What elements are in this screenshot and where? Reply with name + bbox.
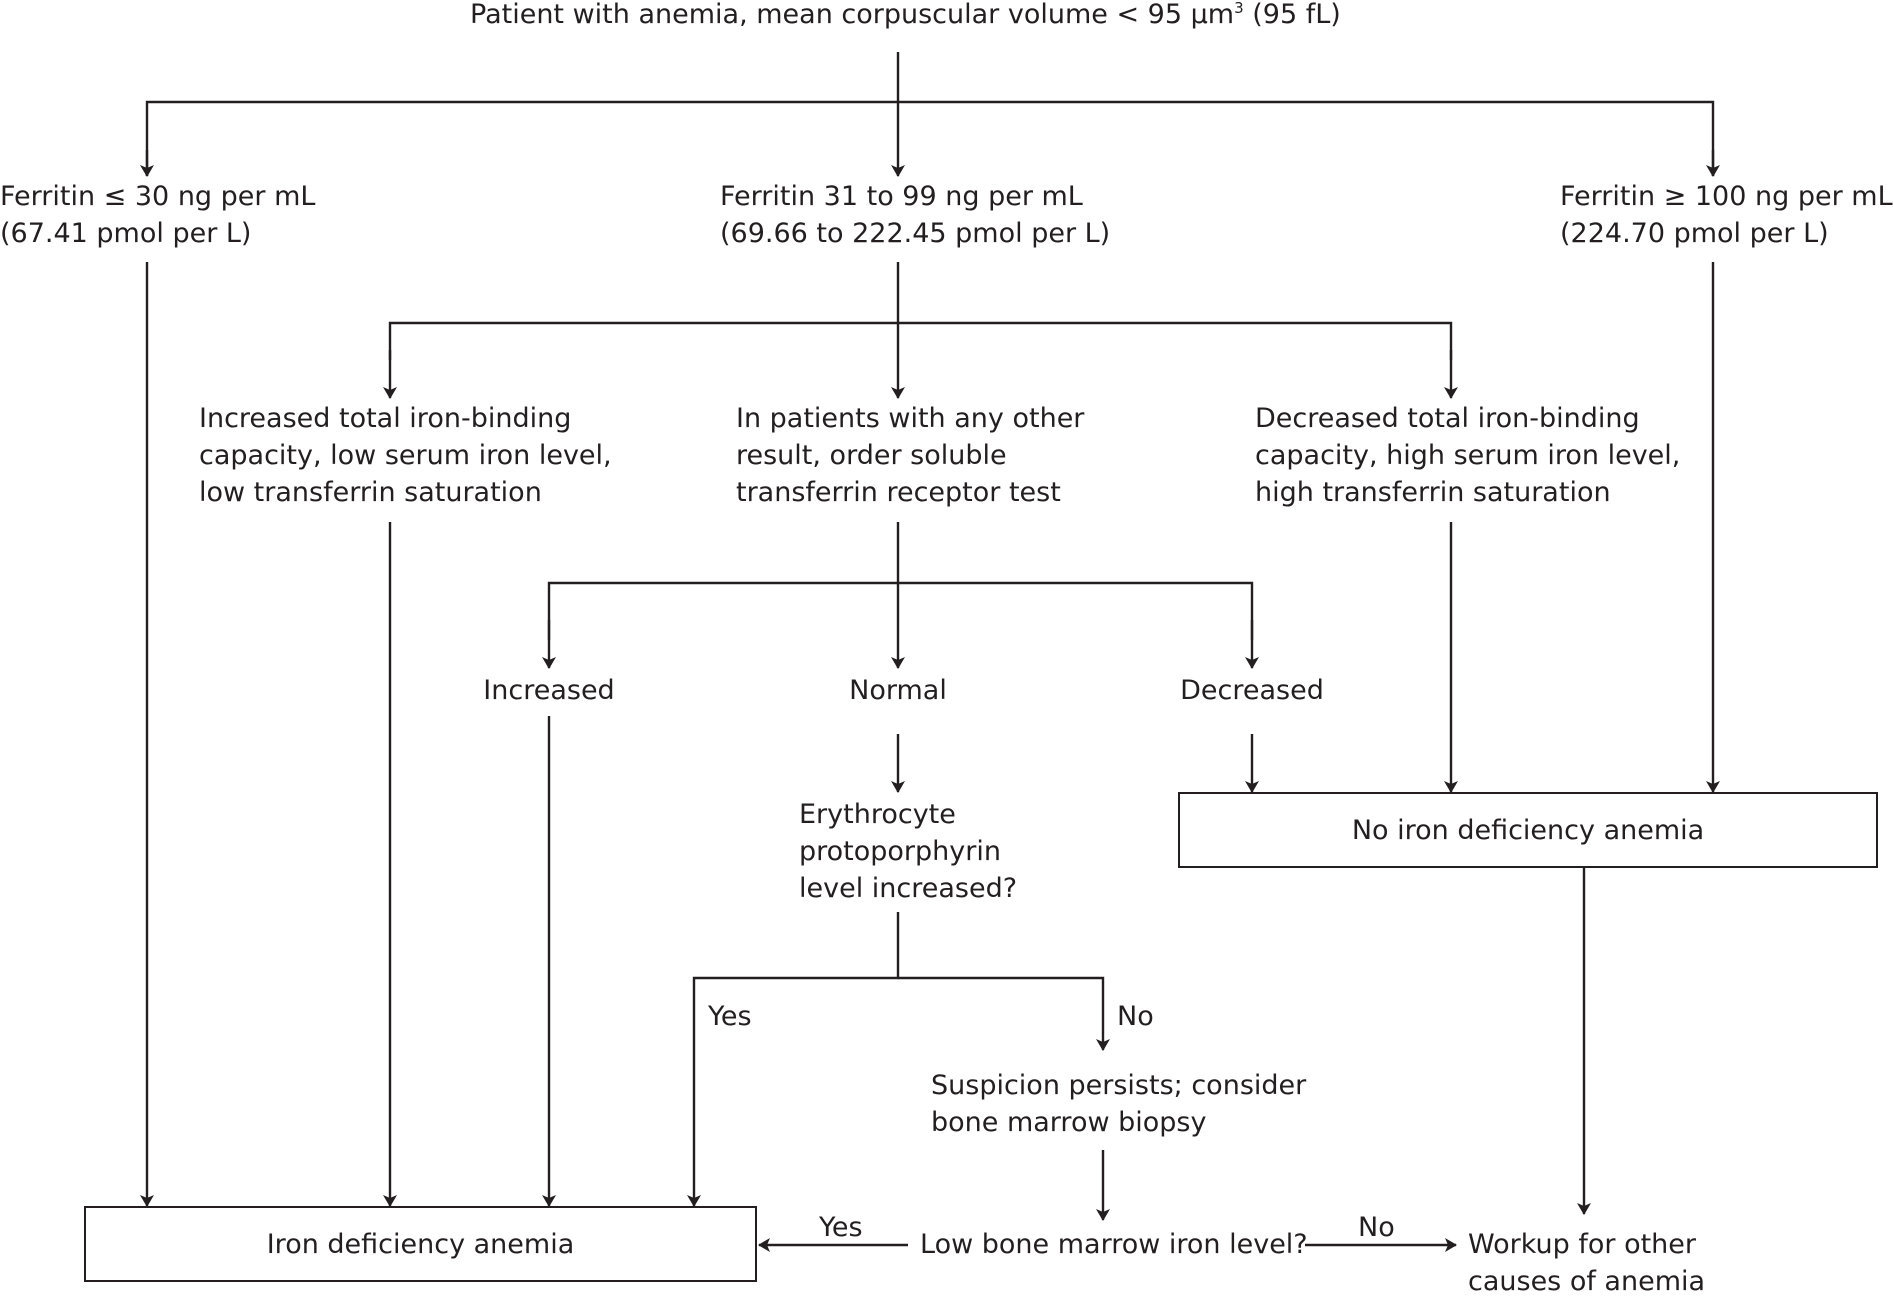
bm-question-label: Low bone marrow iron level? (920, 1229, 1308, 1260)
other-result-line: transferrin receptor test (736, 477, 1061, 508)
ep-no-label: No (1117, 1001, 1154, 1032)
bm-yes-label: Yes (819, 1212, 863, 1243)
workup-line: causes of anemia (1468, 1266, 1706, 1297)
ida-label: Iron deficiency anemia (266, 1228, 575, 1260)
no-ida-label: No iron deficiency anemia (1351, 814, 1705, 846)
increased-tibc-line: low transferrin saturation (199, 477, 542, 508)
str-decreased-node: Decreased (1152, 672, 1352, 709)
decreased-tibc-node: Decreased total iron-binding capacity, h… (1255, 400, 1680, 511)
ep-question-line: level increased? (799, 873, 1018, 904)
str-increased-node: Increased (449, 672, 649, 709)
ep-yes-label: Yes (708, 1001, 752, 1032)
other-result-line: result, order soluble (736, 440, 1007, 471)
str-normal-label: Normal (849, 675, 947, 706)
ep-question-line: Erythrocyte (799, 799, 956, 830)
no-ida-box: No iron deficiency anemia (1178, 792, 1878, 868)
ferritin-high-line: Ferritin ≥ 100 ng per mL (1560, 181, 1893, 212)
ferritin-mid-line: Ferritin 31 to 99 ng per mL (720, 181, 1083, 212)
root-line-suffix: (95 fL) (1243, 0, 1341, 30)
ferritin-mid-node: Ferritin 31 to 99 ng per mL (69.66 to 22… (720, 178, 1110, 252)
increased-tibc-node: Increased total iron-binding capacity, l… (199, 400, 612, 511)
suspicion-node: Suspicion persists; consider bone marrow… (931, 1067, 1306, 1141)
ferritin-low-line: Ferritin ≤ 30 ng per mL (0, 181, 316, 212)
increased-tibc-line: capacity, low serum iron level, (199, 440, 612, 471)
suspicion-line: Suspicion persists; consider (931, 1070, 1307, 1101)
str-decreased-label: Decreased (1180, 675, 1324, 706)
suspicion-line: bone marrow biopsy (931, 1107, 1207, 1138)
decreased-tibc-line: high transferrin saturation (1255, 477, 1611, 508)
root-node: Patient with anemia, mean corpuscular vo… (470, 0, 1341, 33)
root-line-prefix: Patient with anemia, mean corpuscular vo… (470, 0, 1235, 30)
ferritin-high-node: Ferritin ≥ 100 ng per mL (224.70 pmol pe… (1560, 178, 1893, 252)
increased-tibc-line: Increased total iron-binding (199, 403, 572, 434)
edge-stfr-bar (547, 581, 1254, 640)
ferritin-low-node: Ferritin ≤ 30 ng per mL (67.41 pmol per … (0, 178, 315, 252)
ep-question-node: Erythrocyte protoporphyrin level increas… (799, 796, 1017, 907)
decreased-tibc-line: Decreased total iron-binding (1255, 403, 1640, 434)
other-result-node: In patients with any other result, order… (736, 400, 1084, 511)
str-normal-node: Normal (798, 672, 998, 709)
ferritin-high-line: (224.70 pmol per L) (1560, 218, 1829, 249)
edge-mid-bar (388, 321, 1453, 360)
edge-root-bar (145, 100, 1715, 176)
bm-no-label: No (1358, 1212, 1395, 1243)
ferritin-mid-line: (69.66 to 222.45 pmol per L) (720, 218, 1111, 249)
other-result-line: In patients with any other (736, 403, 1085, 434)
decreased-tibc-line: capacity, high serum iron level, (1255, 440, 1681, 471)
root-line-superscript: 3 (1234, 0, 1244, 17)
ida-box: Iron deficiency anemia (84, 1206, 757, 1282)
edge-ep-split (687, 912, 900, 1207)
bm-question-node: Low bone marrow iron level? (920, 1226, 1308, 1263)
workup-node: Workup for other causes of anemia (1468, 1226, 1705, 1300)
workup-line: Workup for other (1468, 1229, 1697, 1260)
ep-question-line: protoporphyrin (799, 836, 1001, 867)
str-increased-label: Increased (483, 675, 615, 706)
ferritin-low-line: (67.41 pmol per L) (0, 218, 252, 249)
edge-ep-no (898, 976, 1110, 1051)
